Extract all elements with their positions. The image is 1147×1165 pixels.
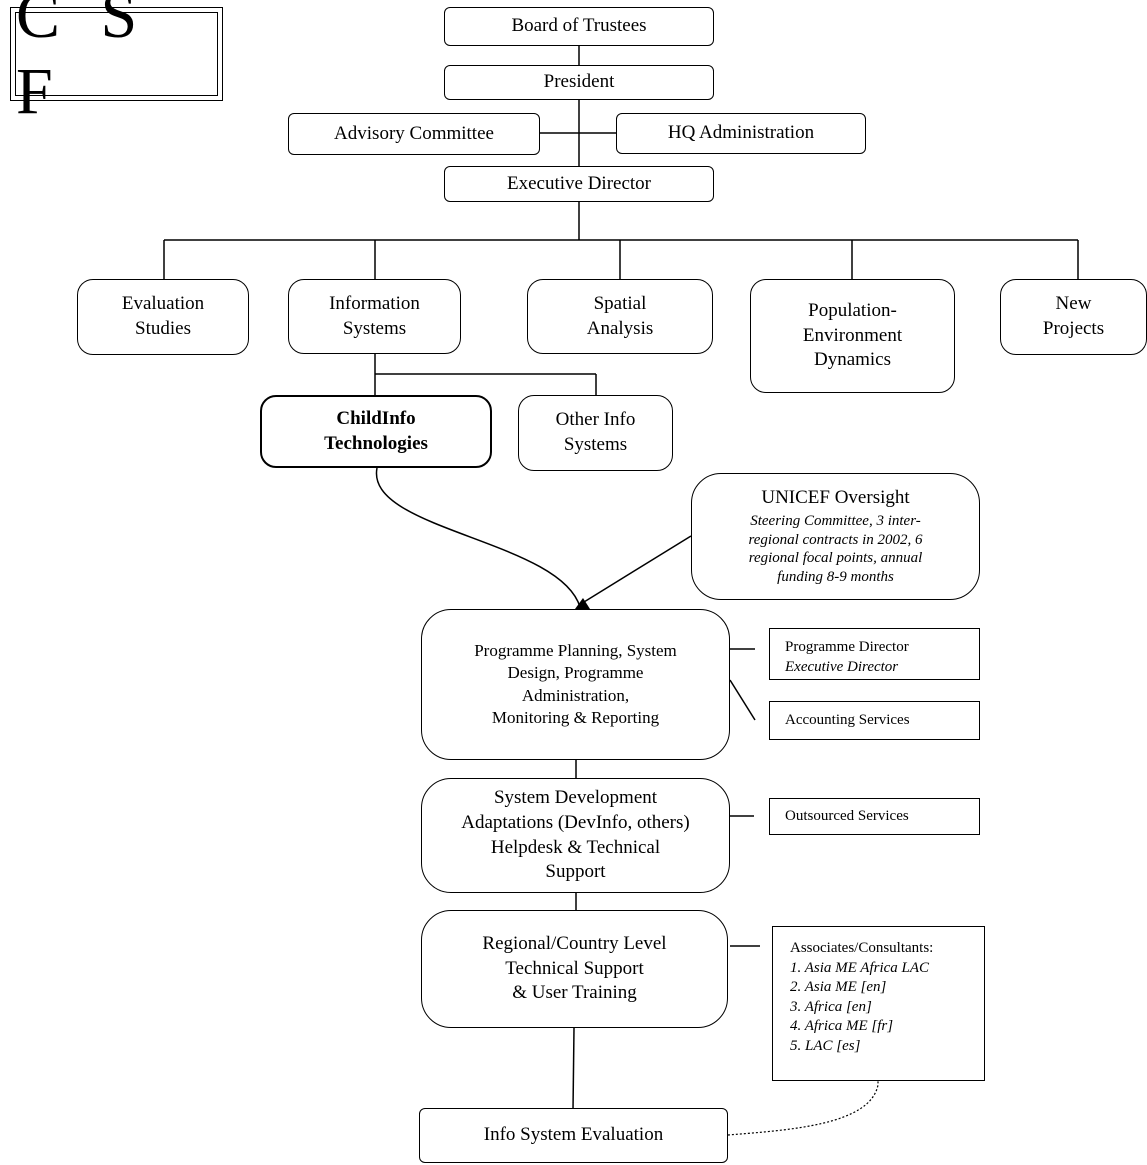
node-advisory-committee: Advisory Committee (288, 113, 540, 155)
node-programme-director: Programme Director Executive Director (769, 628, 980, 680)
node-associates-consultants: Associates/Consultants: 1. Asia ME Afric… (772, 926, 985, 1081)
associate-item: 2. Asia ME [en] (790, 979, 887, 995)
node-new-projects: New Projects (1000, 279, 1147, 355)
node-system-development: System Development Adaptations (DevInfo,… (421, 778, 730, 893)
node-executive-director: Executive Director (444, 166, 714, 202)
arrowhead (575, 598, 590, 609)
dotted-connector (727, 1080, 879, 1136)
node-programme-planning: Programme Planning, System Design, Progr… (421, 609, 730, 760)
associate-item: 5. LAC [es] (790, 1037, 861, 1054)
node-population-environment: Population- Environment Dynamics (750, 279, 955, 393)
logo-text: C S F (15, 0, 218, 128)
node-accounting-services: Accounting Services (769, 701, 980, 740)
node-regional-country-level: Regional/Country Level Technical Support… (421, 910, 728, 1028)
node-childinfo-technologies: ChildInfo Technologies (260, 395, 492, 468)
csf-logo: C S F (10, 0, 223, 128)
node-other-info-systems: Other Info Systems (518, 395, 673, 471)
node-evaluation-studies: Evaluation Studies (77, 279, 249, 355)
node-board-of-trustees: Board of Trustees (444, 7, 714, 46)
node-spatial-analysis: Spatial Analysis (527, 279, 713, 354)
unicef-title: UNICEF Oversight (761, 487, 910, 509)
node-outsourced-services: Outsourced Services (769, 798, 980, 835)
node-hq-administration: HQ Administration (616, 113, 866, 154)
associate-item: 4. Africa ME [fr] (790, 1018, 894, 1034)
associate-item: 1. Asia ME Africa LAC (790, 959, 930, 976)
node-president: President (444, 65, 714, 100)
node-unicef-oversight: UNICEF Oversight Steering Committee, 3 i… (691, 473, 980, 600)
node-info-system-evaluation: Info System Evaluation (419, 1108, 728, 1163)
associate-item: 3. Africa [en] (790, 998, 872, 1015)
node-information-systems: Information Systems (288, 279, 461, 354)
